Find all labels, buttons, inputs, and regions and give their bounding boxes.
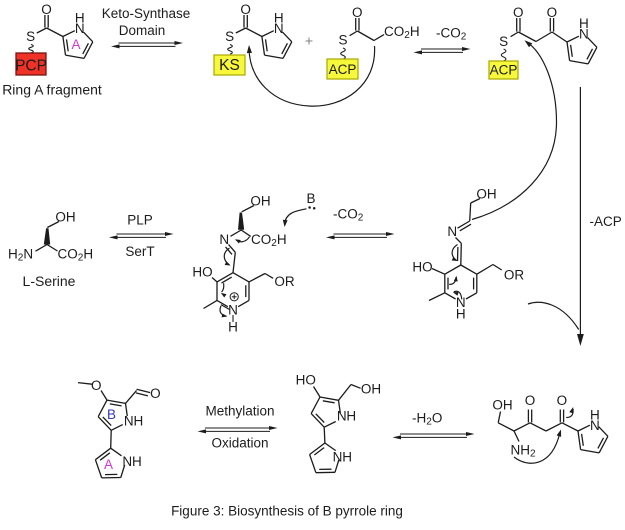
svg-text:N: N bbox=[124, 414, 134, 429]
svg-text:Ring A fragment: Ring A fragment bbox=[2, 82, 102, 98]
svg-text:H: H bbox=[134, 414, 144, 429]
svg-text:HO: HO bbox=[412, 260, 432, 275]
svg-text:O: O bbox=[150, 386, 161, 401]
svg-text:Figure 3: Biosynthesis of B py: Figure 3: Biosynthesis of B pyrrole ring bbox=[171, 504, 403, 519]
svg-text:O: O bbox=[557, 393, 568, 408]
svg-text:S: S bbox=[338, 33, 347, 48]
svg-text:L-Serine: L-Serine bbox=[23, 273, 76, 289]
svg-text:H: H bbox=[346, 408, 356, 423]
svg-text:H: H bbox=[456, 306, 466, 321]
svg-text:N: N bbox=[122, 454, 132, 469]
svg-text:OR: OR bbox=[504, 268, 525, 283]
svg-text:S: S bbox=[499, 34, 508, 49]
svg-text:O: O bbox=[513, 5, 524, 20]
svg-text:Keto-Synthase: Keto-Synthase bbox=[102, 6, 191, 21]
svg-text:N: N bbox=[333, 449, 343, 464]
svg-text:HO: HO bbox=[296, 373, 316, 388]
svg-text:H: H bbox=[228, 320, 238, 335]
svg-text:KS: KS bbox=[219, 57, 240, 74]
svg-text:H: H bbox=[590, 407, 600, 422]
svg-text:O: O bbox=[547, 5, 558, 20]
svg-text:OH: OH bbox=[361, 382, 381, 397]
svg-text:B: B bbox=[107, 407, 116, 422]
svg-text:O: O bbox=[91, 378, 102, 393]
svg-text:HO: HO bbox=[192, 264, 212, 279]
svg-text:Oxidation: Oxidation bbox=[211, 436, 268, 451]
svg-text:-ACP: -ACP bbox=[590, 214, 622, 229]
svg-text:H: H bbox=[274, 11, 284, 26]
svg-text:A: A bbox=[104, 457, 113, 472]
svg-text:CO2H: CO2H bbox=[384, 24, 420, 41]
svg-text:O: O bbox=[41, 2, 52, 17]
svg-text:OH: OH bbox=[492, 398, 512, 413]
svg-text:ACP: ACP bbox=[490, 62, 518, 77]
svg-text:H: H bbox=[75, 11, 85, 26]
svg-text:ACP: ACP bbox=[329, 62, 357, 77]
svg-text:H: H bbox=[132, 454, 142, 469]
svg-text:PCP: PCP bbox=[15, 58, 47, 75]
svg-text:S: S bbox=[26, 29, 35, 44]
svg-text:N: N bbox=[337, 408, 347, 423]
svg-text:O: O bbox=[525, 393, 536, 408]
svg-text:OR: OR bbox=[274, 274, 295, 289]
svg-text:B: B bbox=[306, 191, 315, 206]
svg-text:SerT: SerT bbox=[125, 244, 154, 259]
svg-text:PLP: PLP bbox=[127, 213, 153, 228]
svg-text:H: H bbox=[342, 449, 352, 464]
svg-text:Methylation: Methylation bbox=[205, 404, 274, 419]
svg-text:N: N bbox=[219, 232, 229, 247]
svg-text:H: H bbox=[579, 16, 589, 31]
svg-text:Domain: Domain bbox=[119, 23, 166, 38]
svg-text:N: N bbox=[447, 224, 457, 239]
svg-text:S: S bbox=[225, 29, 234, 44]
svg-text:O: O bbox=[352, 5, 363, 20]
svg-text:CO2H: CO2H bbox=[58, 246, 94, 263]
svg-text:CO2H: CO2H bbox=[251, 232, 287, 249]
svg-text:O: O bbox=[240, 2, 251, 17]
svg-text:A: A bbox=[71, 37, 80, 52]
